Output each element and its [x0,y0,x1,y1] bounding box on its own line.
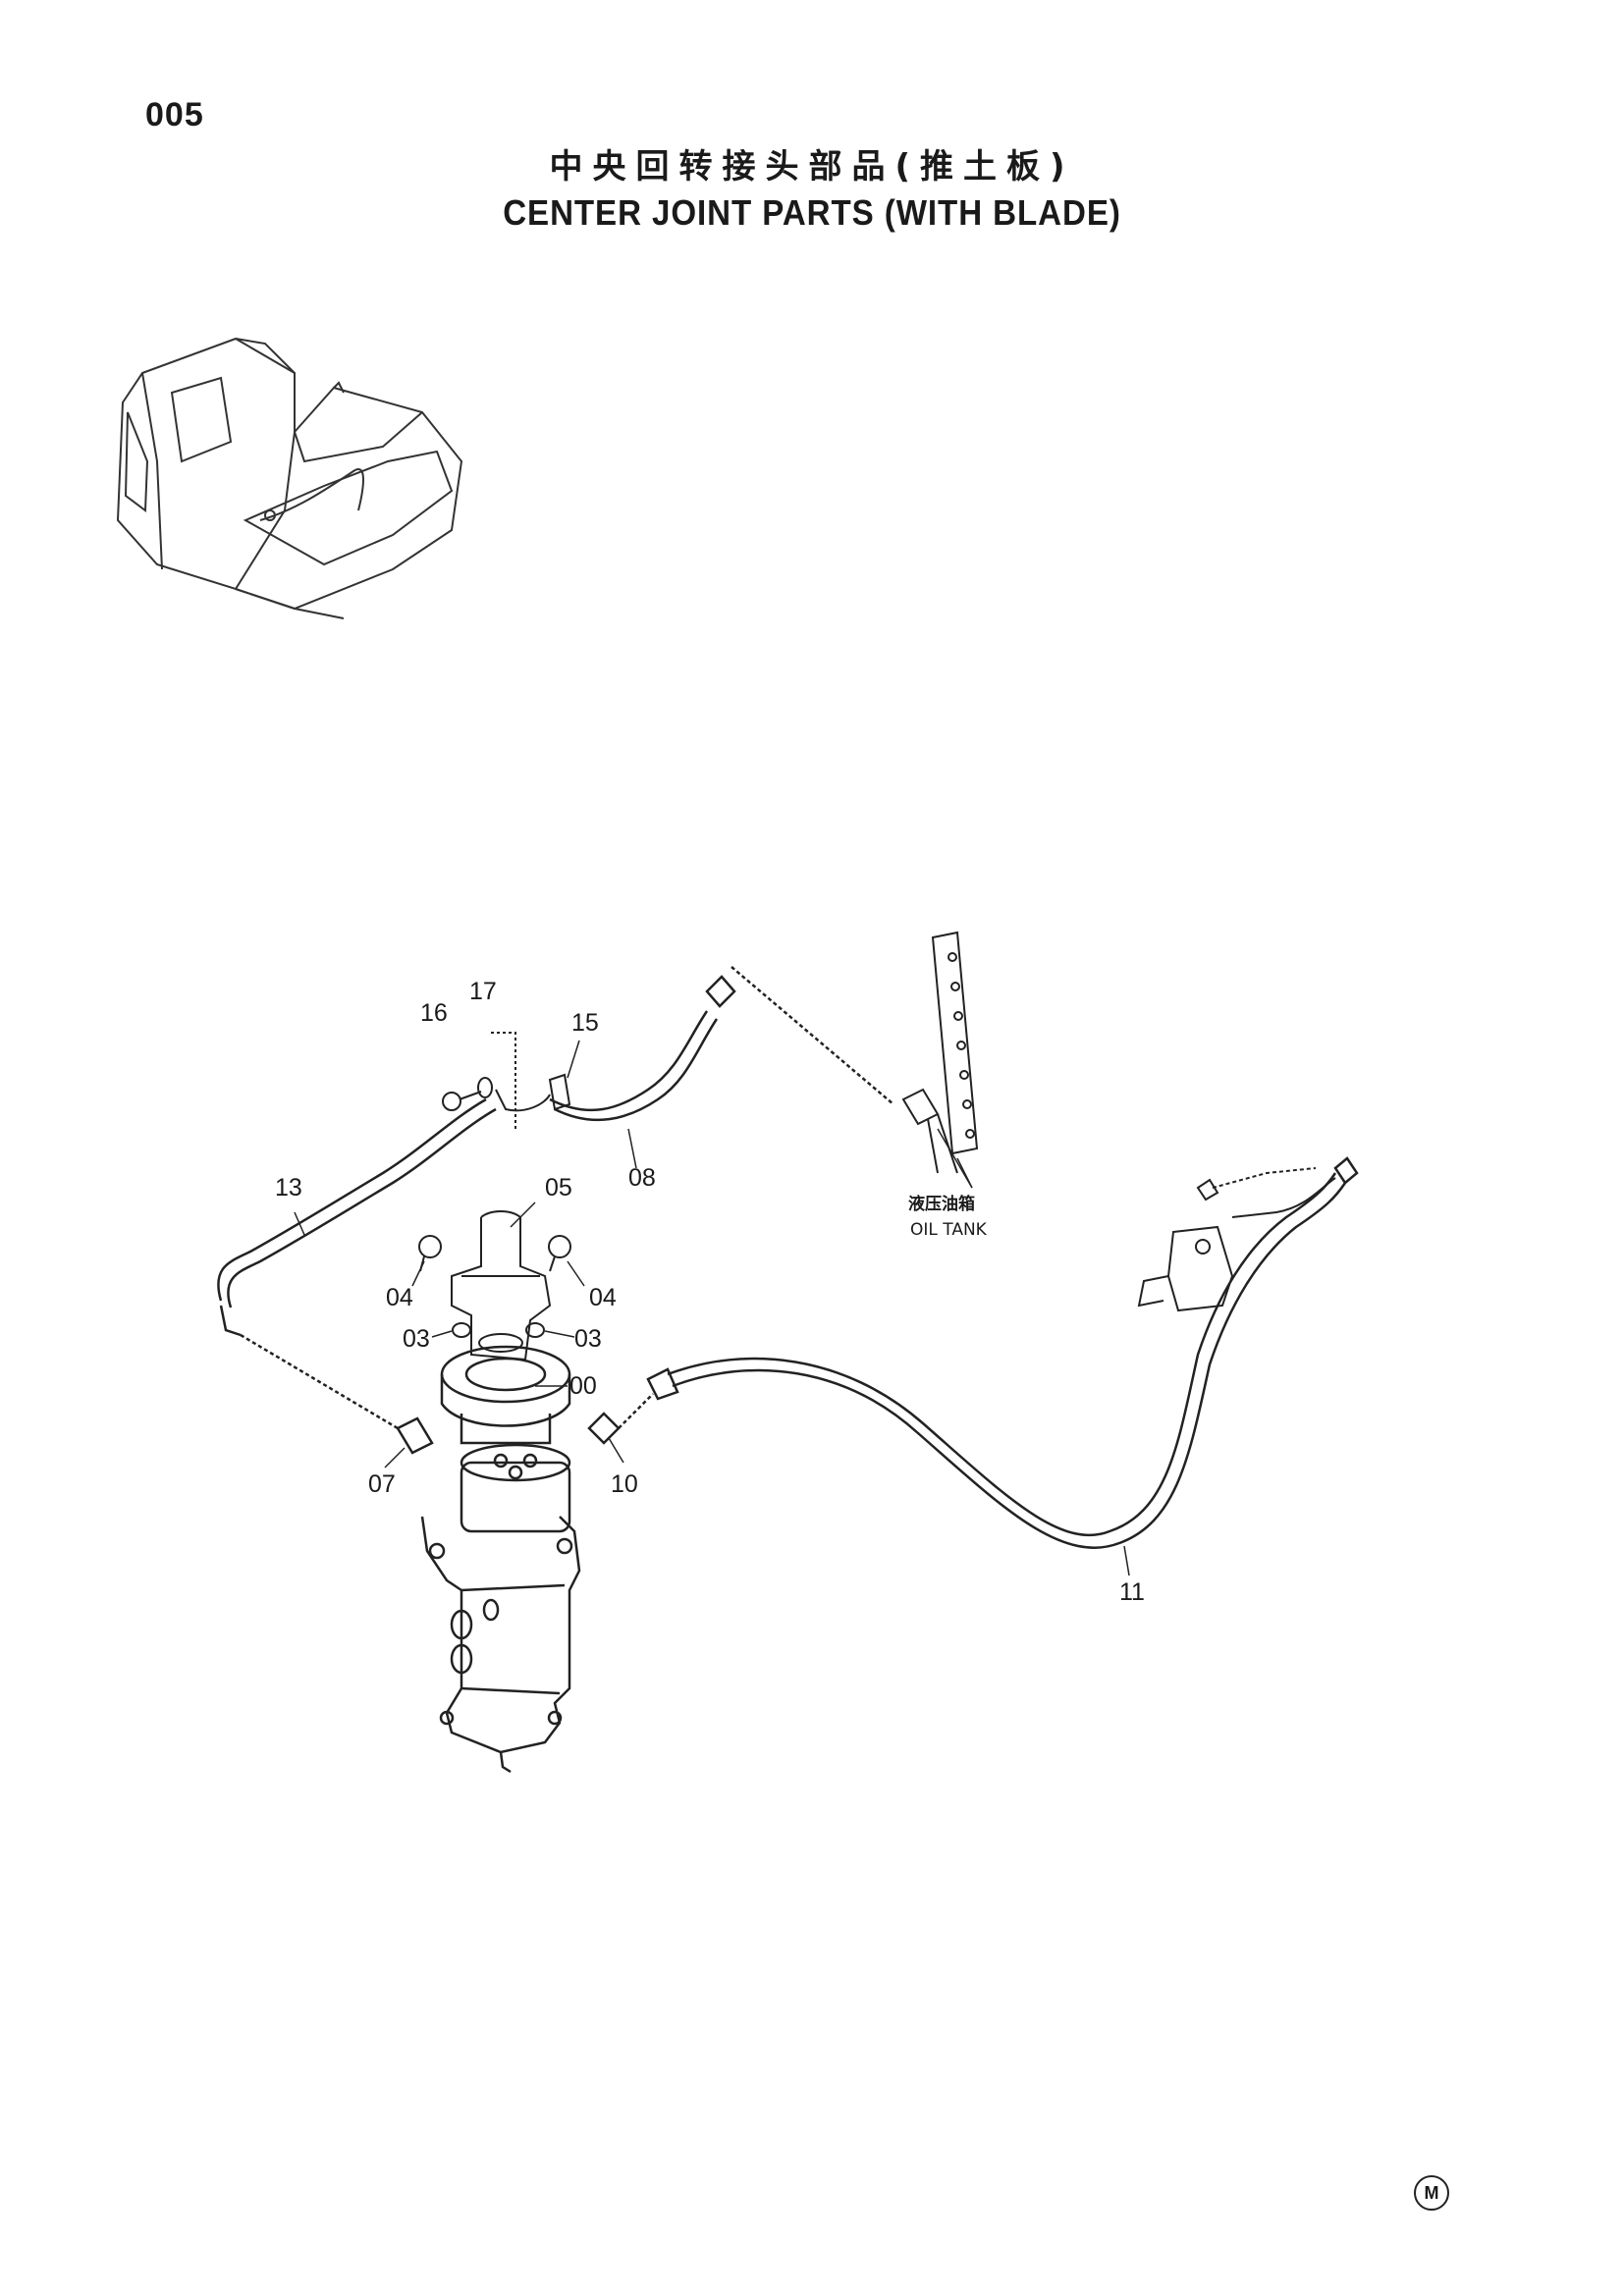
label-13: 13 [275,1174,302,1201]
bolt-16 [442,1091,482,1111]
title-chinese: 中央回转接头部品(推土板) [549,147,1075,187]
label-07: 07 [368,1470,396,1498]
washer-17 [477,1032,516,1129]
label-03-right: 03 [574,1325,602,1353]
hose-13 [217,1097,497,1430]
clamp-15 [495,1073,571,1112]
hose-08 [549,966,894,1122]
label-04-right: 04 [589,1284,617,1311]
center-joint-body [420,1443,581,1774]
oil-tank-label-en: OIL TANK [910,1220,988,1240]
leader-lines [294,1040,1130,1576]
label-15: 15 [571,1009,599,1037]
stopper-05 [451,1210,552,1362]
ring-00 [440,1345,571,1445]
label-10: 10 [611,1470,638,1498]
hose-11 [618,1156,1359,1549]
label-03-left: 03 [403,1325,430,1353]
oil-tank-label-cn: 液压油箱 [908,1194,975,1214]
manufacturer-mark: M [1414,2175,1449,2211]
page-number: 005 [145,96,204,133]
fitting-07 [396,1416,434,1455]
label-05: 05 [545,1174,572,1201]
title-english: CENTER JOINT PARTS (WITH BLADE) [503,192,1121,233]
excavator-thumbnail [116,337,463,619]
label-16: 16 [420,999,448,1027]
oil-tank-panel [901,931,979,1174]
label-17: 17 [469,978,497,1005]
label-00: 00 [569,1372,597,1400]
valve-block [1137,1167,1336,1312]
label-11: 11 [1119,1578,1145,1606]
label-04-left: 04 [386,1284,413,1311]
label-08: 08 [628,1164,656,1192]
fitting-10 [587,1412,621,1445]
bolts-04 [418,1235,571,1272]
